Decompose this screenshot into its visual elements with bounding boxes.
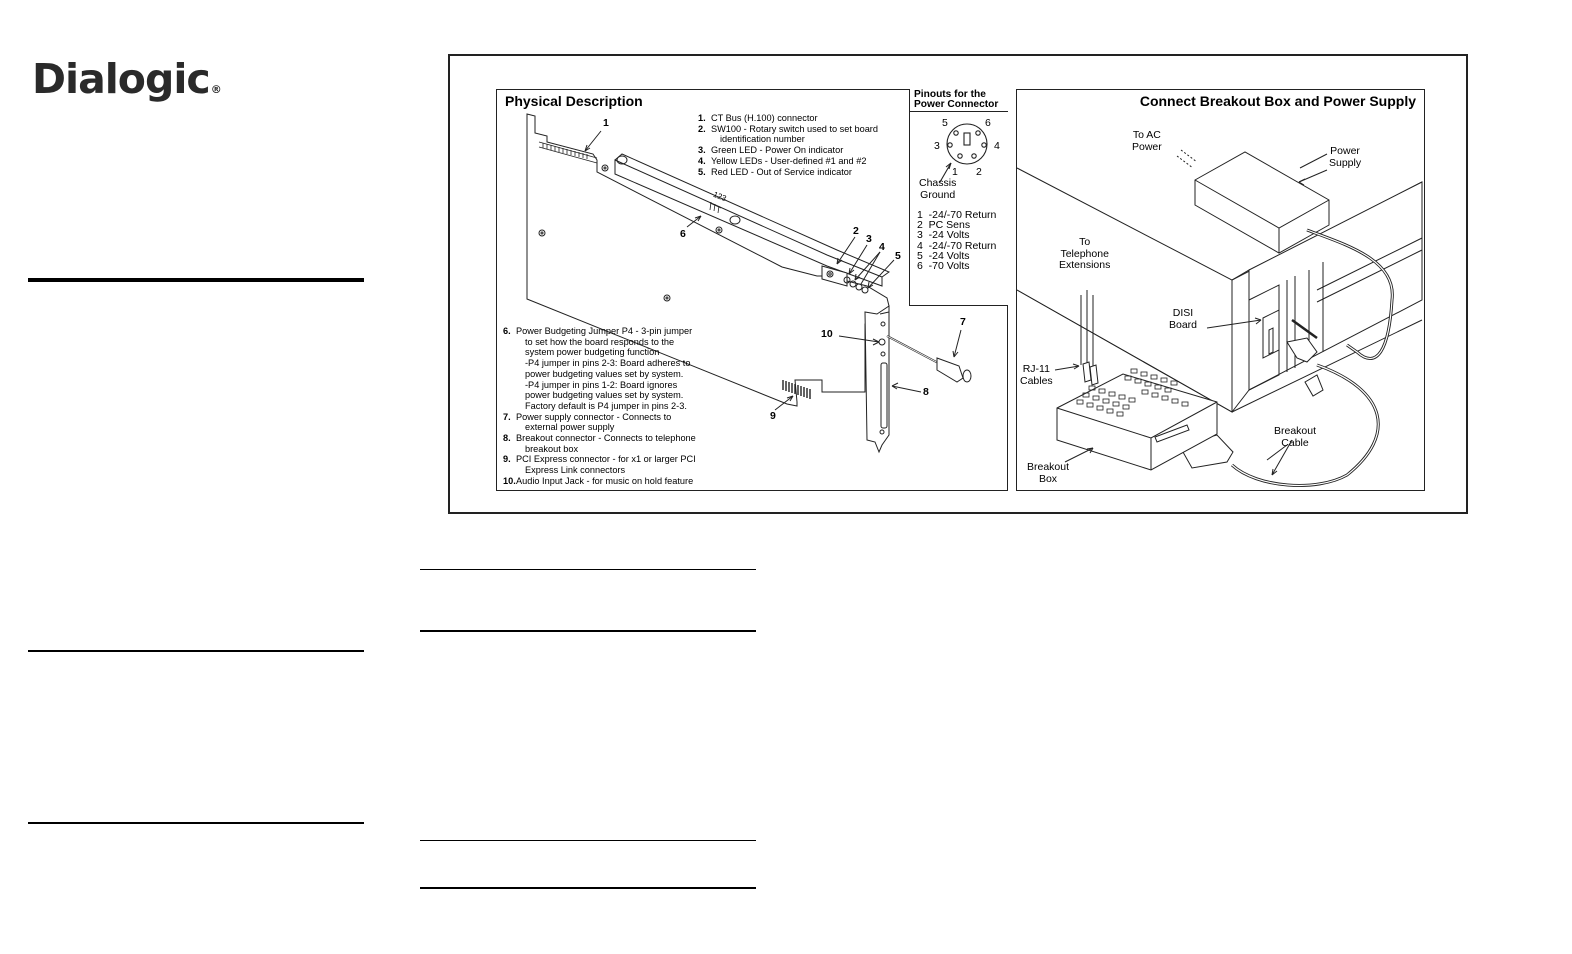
legend-item-6-line: power budgeting values set by system. <box>525 390 684 401</box>
legend-item-6: 6.Power Budgeting Jumper P4 - 3-pin jump… <box>503 326 693 336</box>
pin-assignments: 1 -24/-70 Return 2 PC Sens 3 -24 Volts 4… <box>917 209 997 273</box>
legend-item-3: 3.Green LED - Power On indicator <box>698 145 844 156</box>
legend-item-6-line: system power budgeting function <box>525 347 660 358</box>
callout-legend-bottom: 6.Power Budgeting Jumper P4 - 3-pin jump… <box>503 326 696 487</box>
connect-title: Connect Breakout Box and Power Supply <box>1139 93 1416 109</box>
legend-item-9: 9.PCI Express connector - for x1 or larg… <box>503 454 696 465</box>
legend-item-7-line: external power supply <box>525 422 615 433</box>
label-rj11-cables: RJ-11 Cables <box>1020 363 1053 387</box>
center-rule-3 <box>420 840 756 841</box>
callout-10: 10 <box>821 328 833 340</box>
center-rule-4 <box>420 887 756 889</box>
pin-label-1: 1 <box>952 166 958 178</box>
legend-item-8-line: breakout box <box>525 443 579 454</box>
callout-9: 9 <box>770 410 776 422</box>
label-breakout-box: Breakout Box <box>1027 461 1070 485</box>
label-power-supply: Power Supply <box>1329 145 1362 169</box>
legend-item-6-line: power budgeting values set by system. <box>525 368 684 379</box>
pin-assignment: 3 -24 Volts <box>917 229 970 242</box>
label-breakout-cable: Breakout Cable <box>1274 425 1317 449</box>
legend-item-10: 10.Audio Input Jack - for music on hold … <box>503 475 694 486</box>
callout-3: 3 <box>866 233 872 245</box>
connect-panel: Connect Breakout Box and Power Supply <box>1016 89 1425 491</box>
callout-6: 6 <box>680 228 686 240</box>
connection-diagram <box>1016 149 1423 487</box>
pin-assignment: 4 -24/-70 Return <box>917 239 997 252</box>
label-to-telephone-extensions: To Telephone Extensions <box>1059 236 1111 271</box>
label-disi-board: DISI Board <box>1169 307 1198 331</box>
callout-8: 8 <box>923 386 929 398</box>
pinouts-title-divider <box>910 111 1008 112</box>
legend-item-4: 4.Yellow LEDs - User-defined #1 and #2 <box>698 155 867 166</box>
pin-label-5: 5 <box>942 117 948 129</box>
power-connector-diagram <box>939 123 988 183</box>
pin-assignment: 5 -24 Volts <box>917 249 970 262</box>
callout-1: 1 <box>603 117 609 129</box>
center-rule-1 <box>420 569 756 570</box>
physical-description-title: Physical Description <box>505 93 643 109</box>
pin-label-3: 3 <box>934 140 940 152</box>
callout-4: 4 <box>879 241 885 253</box>
legend-item-6-line: to set how the board responds to the <box>525 336 675 347</box>
callout-7: 7 <box>960 316 966 328</box>
figure-frame: Physical Description <box>448 54 1468 514</box>
callout-legend-top: 1.CT Bus (H.100) connector 2.SW100 - Rot… <box>698 113 878 177</box>
logo-registered-mark: ® <box>210 83 222 96</box>
pin-assignment: 2 PC Sens <box>917 219 971 232</box>
pin-label-4: 4 <box>994 140 1000 152</box>
legend-item-5: 5.Red LED - Out of Service indicator <box>698 166 852 177</box>
legend-item-6-line: -P4 jumper in pins 2-3: Board adheres to <box>525 358 691 369</box>
center-rule-2 <box>420 630 756 632</box>
pin-assignment: 1 -24/-70 Return <box>917 209 997 221</box>
legend-item-2: 2.SW100 - Rotary switch used to set boar… <box>698 123 878 134</box>
left-rule-2 <box>28 650 364 652</box>
chassis-ground-label: Chassis Ground <box>919 177 957 201</box>
label-to-ac-power: To AC Power <box>1132 129 1162 153</box>
left-rule-3 <box>28 822 364 824</box>
callout-5: 5 <box>895 250 901 262</box>
physical-description-panel: Physical Description <box>496 89 1008 491</box>
left-rule-thick <box>28 278 364 282</box>
pin-assignment: 6 -70 Volts <box>917 260 970 273</box>
pin-label-6: 6 <box>985 117 991 129</box>
legend-item-9-line: Express Link connectors <box>525 465 626 476</box>
legend-item-7: 7.Power supply connector - Connects to <box>503 411 672 422</box>
dialogic-logo: Dialogic® <box>32 55 222 103</box>
legend-item-8: 8.Breakout connector - Connects to telep… <box>503 433 696 444</box>
callout-2: 2 <box>853 225 859 237</box>
logo-text: Dialogic <box>32 55 211 103</box>
pinouts-box: Pinouts for the Power Connector 5 6 3 4 … <box>909 89 1008 306</box>
board-diagram <box>526 113 972 454</box>
legend-item-1: 1.CT Bus (H.100) connector <box>698 113 818 123</box>
legend-item-6-line: Factory default is P4 jumper in pins 2-3… <box>525 400 687 411</box>
pinouts-title: Pinouts for the Power Connector <box>914 89 999 110</box>
legend-item-2-cont: identification number <box>720 134 805 145</box>
pin-label-2: 2 <box>976 166 982 178</box>
legend-item-6-line: -P4 jumper in pins 1-2: Board ignores <box>525 379 678 390</box>
